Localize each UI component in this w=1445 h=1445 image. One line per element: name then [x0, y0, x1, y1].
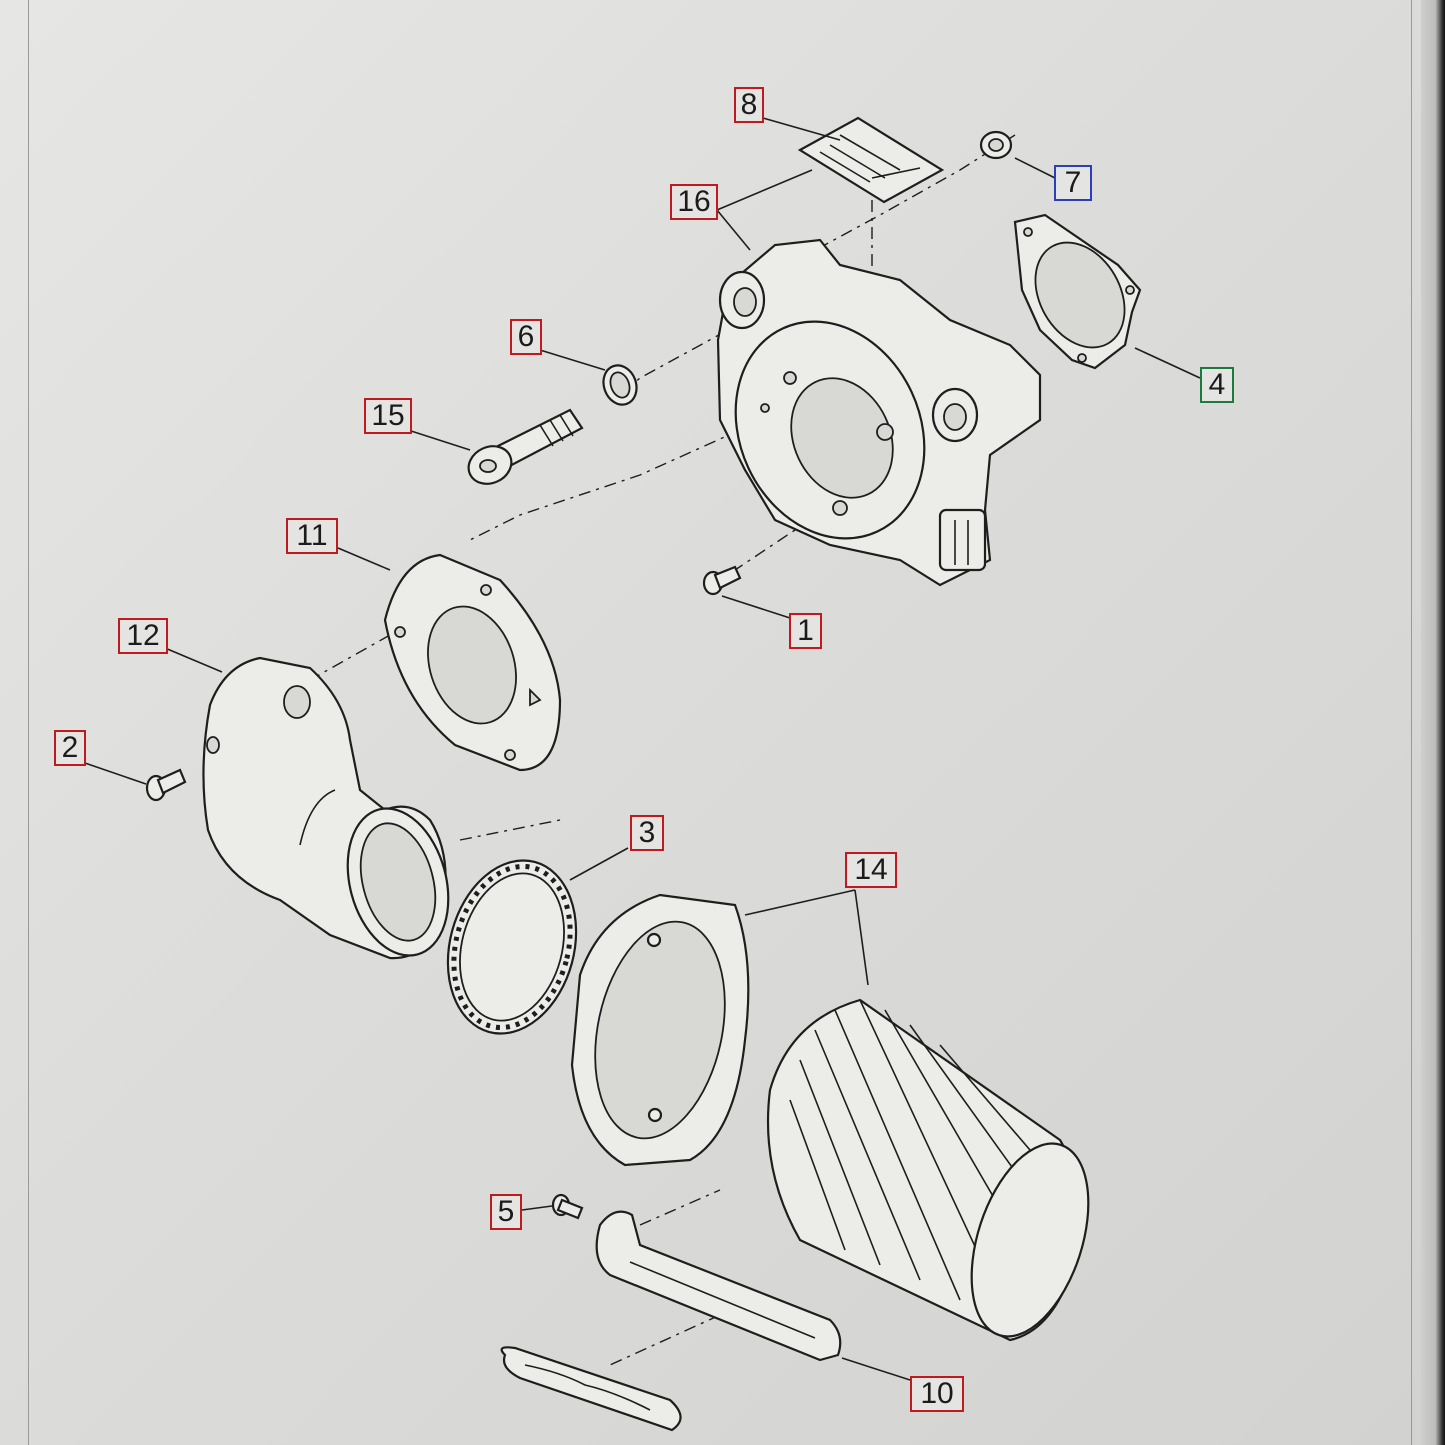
callout-label: 5	[497, 1195, 515, 1228]
callout-label: 6	[517, 320, 535, 353]
callout-10: 10	[910, 1376, 964, 1412]
filter-backing-plate	[570, 893, 750, 1167]
callout-leader-lines	[81, 117, 1201, 1381]
breather-bolt	[467, 408, 584, 485]
callout-label: 10	[920, 1377, 954, 1410]
hose-clamp	[446, 859, 578, 1035]
cone-air-filter	[766, 998, 1090, 1342]
flange-gasket	[383, 553, 562, 772]
callout-4: 4	[1200, 367, 1234, 403]
trim-badge	[500, 1346, 682, 1432]
callout-15: 15	[364, 398, 412, 434]
callout-label: 1	[797, 614, 814, 647]
callout-label: 8	[740, 88, 758, 121]
callout-label: 12	[126, 619, 160, 652]
callout-label: 11	[296, 519, 328, 552]
callout-label: 2	[61, 731, 79, 764]
callout-12: 12	[118, 618, 168, 654]
callout-5: 5	[490, 1194, 522, 1230]
intake-elbow	[202, 656, 450, 960]
callout-label: 16	[677, 185, 711, 218]
callout-label: 14	[854, 853, 888, 886]
callout-2: 2	[54, 730, 86, 766]
warning-label-plate	[797, 116, 945, 204]
callout-7: 7	[1054, 165, 1092, 201]
callout-label: 7	[1064, 166, 1082, 199]
small-o-ring	[979, 130, 1013, 160]
callout-6: 6	[510, 319, 542, 355]
callout-label: 3	[638, 816, 656, 849]
callout-1: 1	[789, 613, 822, 649]
document-page	[28, 0, 1412, 1445]
callout-16: 16	[670, 184, 718, 220]
callout-11: 11	[286, 518, 338, 554]
backplate-housing	[716, 238, 1042, 587]
callout-14: 14	[845, 852, 897, 888]
support-bracket	[595, 1210, 842, 1362]
callout-3: 3	[630, 815, 664, 851]
backplate-gasket	[1013, 213, 1142, 370]
callout-label: 4	[1208, 368, 1226, 401]
screw	[702, 565, 742, 596]
callout-8: 8	[734, 87, 764, 123]
o-ring	[602, 364, 638, 406]
screw	[551, 1193, 584, 1220]
screw	[145, 768, 187, 802]
monitor-bezel-edge	[1421, 0, 1445, 1445]
callout-label: 15	[371, 399, 405, 432]
